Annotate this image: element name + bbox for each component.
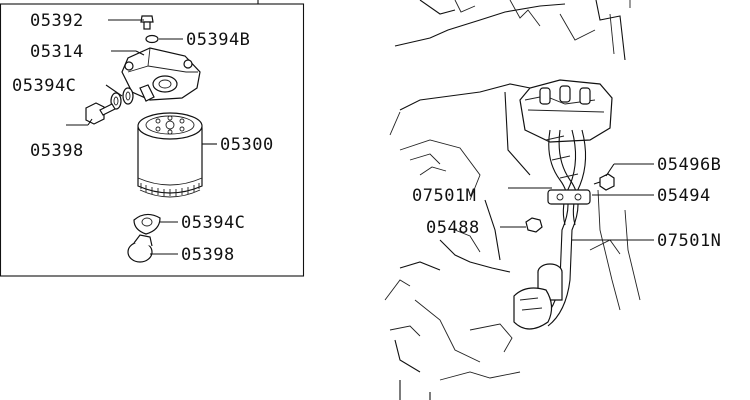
label-05394C-top: 05394C [12, 76, 76, 96]
label-05398-top: 05398 [30, 141, 84, 161]
plug-05392 [140, 15, 154, 30]
washer-05394C-bottom [133, 213, 161, 235]
filter-head [519, 79, 613, 143]
oil-filter-inset: 05392 05394B 05314 05394C 05300 05398 05… [0, 0, 305, 277]
filter-bracket-05314 [121, 47, 201, 102]
nut-05488 [525, 217, 543, 233]
engine-leader-lines [500, 163, 654, 241]
label-05392: 05392 [30, 11, 84, 31]
hose-clamp-07501M [547, 189, 591, 205]
label-05300: 05300 [220, 135, 274, 155]
label-05314: 05314 [30, 42, 84, 62]
label-05496B: 05496B [657, 155, 721, 175]
bolt-05398-top [85, 102, 116, 125]
label-07501N: 07501N [657, 231, 721, 251]
label-05488: 05488 [426, 218, 480, 238]
oil-hoses [539, 129, 587, 327]
gasket-05394B [145, 34, 159, 44]
oil-filter-05300 [137, 112, 203, 198]
bolt-05496B [593, 173, 615, 191]
label-05394C-bottom: 05394C [181, 213, 245, 233]
plug-05398-bottom [127, 234, 153, 263]
label-05398-bottom: 05398 [181, 245, 235, 265]
label-05394B: 05394B [186, 30, 250, 50]
inset-frame [0, 3, 305, 277]
label-07501M: 07501M [412, 186, 476, 206]
engine-illustration: 05496B 07501M 05494 05488 07501N [384, 0, 721, 400]
inset-leader-lines [66, 19, 217, 255]
oil-pump [513, 263, 563, 330]
label-05494: 05494 [657, 186, 711, 206]
washer-05394C-top [110, 87, 134, 110]
